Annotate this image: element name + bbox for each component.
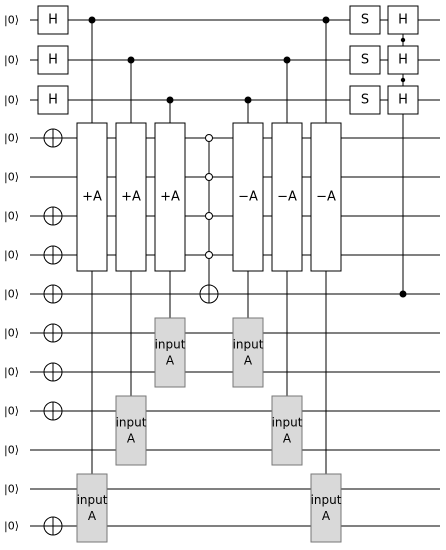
control-dot-icon [166, 96, 174, 104]
open-control-dot-icon [205, 134, 213, 142]
input-a-label-line2: A [283, 432, 292, 446]
amplitude-operator-label: +A [82, 190, 102, 205]
qubit-ket-label: |0⟩ [4, 14, 19, 27]
amplitude-operator-box [310, 122, 342, 272]
input-a-label-line1: input [233, 338, 264, 352]
input-a-box [310, 473, 342, 543]
h-gate [387, 5, 419, 35]
h-gate-label: H [398, 93, 408, 108]
input-a-label-line2: A [127, 432, 136, 446]
s-gate-label: S [361, 93, 369, 108]
h-gate-label: H [398, 13, 408, 28]
input-a-box [76, 473, 108, 543]
control-dot-icon [244, 96, 252, 104]
amplitude-operator-label: −A [238, 190, 258, 205]
open-control-dot-icon [205, 173, 213, 181]
h-gate-label: H [48, 13, 58, 28]
input-a-label-line1: input [77, 493, 108, 507]
qubit-ket-label: |0⟩ [4, 249, 19, 262]
qubit-ket-label: |0⟩ [4, 94, 19, 107]
qubit-ket-label: |0⟩ [4, 444, 19, 457]
control-dot-icon [399, 290, 407, 298]
qubit-ket-label: |0⟩ [4, 288, 19, 301]
s-gate-label: S [361, 53, 369, 68]
h-gate [387, 45, 419, 75]
amplitude-operator-box [76, 122, 108, 272]
qubit-ket-label: |0⟩ [4, 405, 19, 418]
qubit-ket-label: |0⟩ [4, 54, 19, 67]
input-a-label-line1: input [311, 493, 342, 507]
control-dot-icon [322, 16, 330, 24]
qubit-ket-label: |0⟩ [4, 171, 19, 184]
amplitude-operator-label: +A [160, 190, 180, 205]
input-a-label-line2: A [166, 354, 175, 368]
control-dot-icon [127, 56, 135, 64]
h-gate [387, 85, 419, 115]
qubit-ket-label: |0⟩ [4, 366, 19, 379]
s-gate [349, 5, 381, 35]
input-a-label-line2: A [322, 509, 331, 523]
control-dot-icon [400, 37, 406, 43]
input-a-label-line2: A [88, 509, 97, 523]
control-dot-icon [88, 16, 96, 24]
qubit-ket-label: |0⟩ [4, 132, 19, 145]
control-dot-icon [400, 77, 406, 83]
amplitude-operator-box [115, 122, 147, 272]
amplitude-operator-box [232, 122, 264, 272]
input-a-box [271, 395, 303, 466]
s-gate [349, 85, 381, 115]
h-gate-label: H [398, 53, 408, 68]
open-control-dot-icon [205, 212, 213, 220]
amplitude-operator-label: −A [277, 190, 297, 205]
input-a-box [115, 395, 147, 466]
amplitude-operator-box [154, 122, 186, 272]
input-a-label-line1: input [155, 338, 186, 352]
control-dot-icon [283, 56, 291, 64]
qubit-ket-label: |0⟩ [4, 483, 19, 496]
qubit-ket-label: |0⟩ [4, 327, 19, 340]
qubit-ket-label: |0⟩ [4, 520, 19, 533]
amplitude-operator-label: −A [316, 190, 336, 205]
h-gate [37, 5, 69, 35]
h-gate [37, 85, 69, 115]
s-gate-label: S [361, 13, 369, 28]
amplitude-operator-label: +A [121, 190, 141, 205]
h-gate [37, 45, 69, 75]
input-a-label-line1: input [116, 416, 147, 430]
h-gate-label: H [48, 53, 58, 68]
amplitude-operator-box [271, 122, 303, 272]
input-a-box [154, 317, 186, 388]
input-a-label-line1: input [272, 416, 303, 430]
h-gate-label: H [48, 93, 58, 108]
input-a-box [232, 317, 264, 388]
qubit-ket-label: |0⟩ [4, 210, 19, 223]
s-gate [349, 45, 381, 75]
input-a-label-line2: A [244, 354, 253, 368]
open-control-dot-icon [205, 251, 213, 259]
